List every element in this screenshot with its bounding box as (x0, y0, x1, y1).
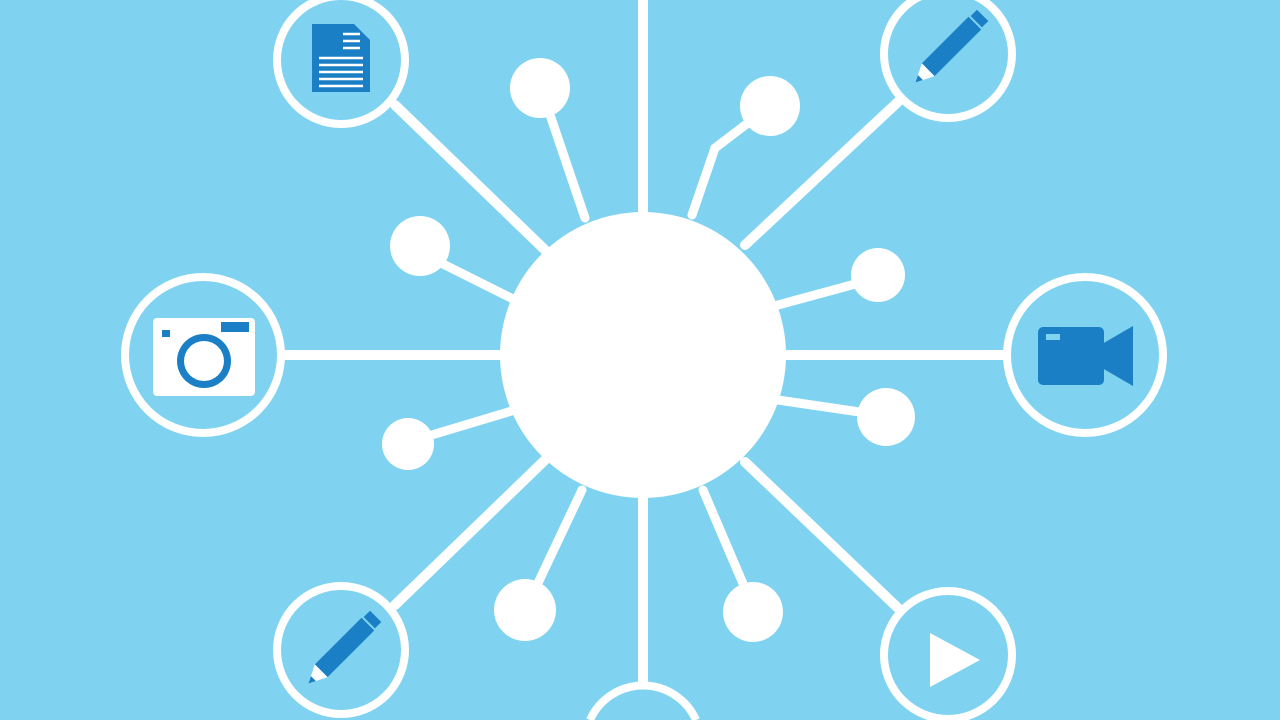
dot-node (510, 58, 570, 118)
spoke-pencil-bottom (390, 455, 550, 610)
dot-node (382, 418, 434, 470)
video-camera-icon (1038, 326, 1133, 386)
spoke-dot-8 (698, 485, 755, 605)
dot-node (851, 248, 905, 302)
spoke-dot-7 (525, 485, 587, 605)
spoke-document (390, 100, 550, 255)
spoke-pencil-top (740, 95, 905, 250)
dot-node (390, 216, 450, 276)
central-hub (500, 212, 786, 498)
dot-node (494, 579, 556, 641)
bottom-partial-node (586, 681, 700, 720)
spoke-play (740, 457, 905, 615)
document-icon (312, 24, 370, 92)
dot-node (740, 76, 800, 136)
dot-nodes (382, 58, 915, 642)
dot-node (857, 388, 915, 446)
dot-node (723, 582, 783, 642)
camera-icon (153, 318, 255, 396)
play-icon (930, 633, 980, 687)
spoke-dot-1 (540, 95, 590, 223)
icon-spokes (280, 95, 1010, 615)
